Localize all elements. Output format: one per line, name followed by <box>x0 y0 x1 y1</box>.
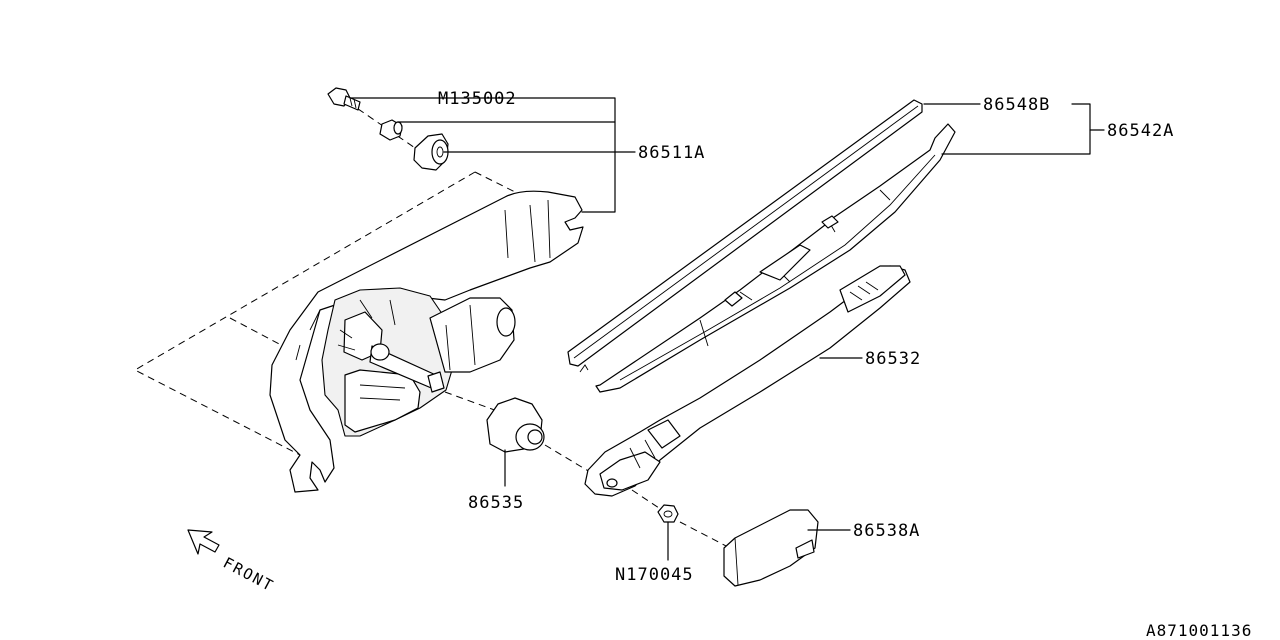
leader-lines <box>349 97 1105 561</box>
front-label: FRONT <box>220 554 277 596</box>
label-86532: 86532 <box>865 349 921 369</box>
label-86538a: 86538A <box>853 521 920 541</box>
wiper-motor <box>321 287 516 437</box>
blade-assembly-86542a <box>595 123 956 393</box>
bolt-m135002 <box>327 87 361 111</box>
arm-cover-86538a <box>723 509 819 587</box>
label-86535: 86535 <box>468 493 524 513</box>
grommet-86511a <box>413 133 449 171</box>
cap-86535 <box>486 397 545 453</box>
motor-bracket <box>269 190 584 493</box>
front-arrow: FRONT <box>187 529 277 596</box>
label-86542a: 86542A <box>1107 121 1174 141</box>
label-m135002: M135002 <box>438 89 517 109</box>
label-n170045: N170045 <box>615 565 694 585</box>
wiper-arm-86532 <box>584 265 911 497</box>
nut-n170045 <box>657 504 679 523</box>
blade-rubber-86548b <box>567 99 923 373</box>
label-86511a: 86511A <box>638 143 705 163</box>
label-86548b: 86548B <box>983 95 1050 115</box>
figure-id: A871001136 <box>1146 621 1252 640</box>
spacer <box>379 119 403 141</box>
